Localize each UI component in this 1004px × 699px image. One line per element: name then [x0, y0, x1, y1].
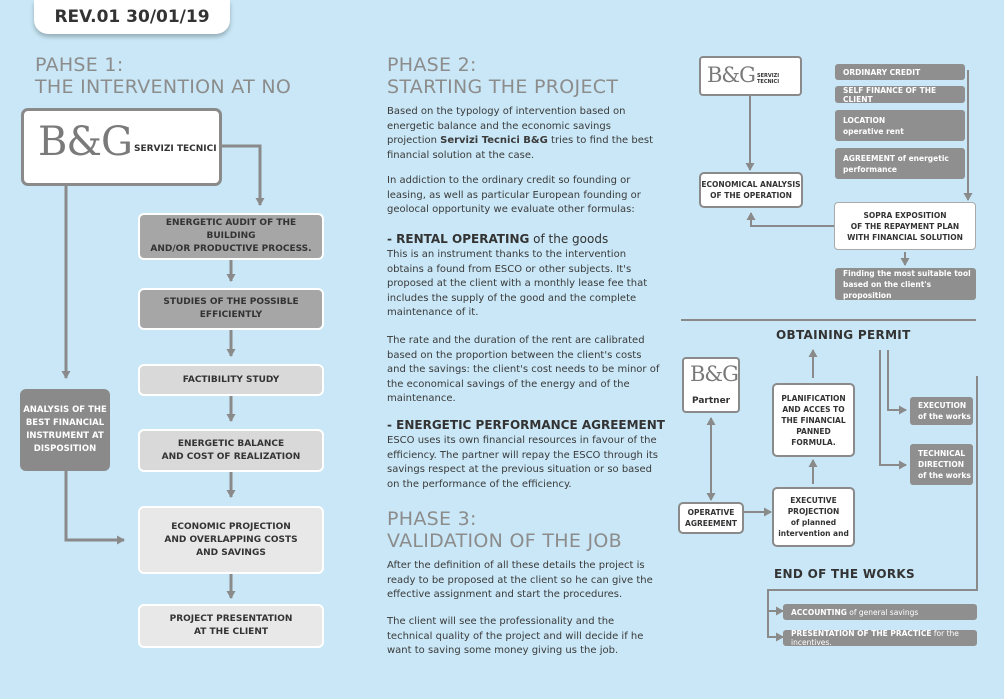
phase3-title: PHASE 3: VALIDATION OF THE JOB: [387, 508, 622, 552]
phase2-formulas-text: In addiction to the ordinary credit so f…: [387, 175, 641, 215]
tag-ordinary-credit: ORDINARY CREDIT: [835, 64, 965, 80]
phase3-text1: After the definition of all these detail…: [387, 560, 653, 600]
obtaining-permit-label: OBTAINING PERMIT: [776, 328, 911, 342]
phase2-title-line1: PHASE 2:: [387, 54, 477, 76]
bg-partner-logo-text: Partner: [692, 396, 731, 406]
rental-text: This is an instrument thanks to the inte…: [387, 249, 648, 318]
bg-partner-logo: B&G Partner: [682, 357, 740, 413]
revision-label: REV.01 30/01/19: [54, 7, 210, 27]
rental-heading: - RENTAL OPERATING of the goods: [387, 232, 609, 246]
phase1-title-line1: PAHSE 1:: [35, 54, 124, 76]
phase2-title-line2: STARTING THE PROJECT: [387, 76, 619, 98]
bg-partner-logo-mark: B&G: [690, 362, 739, 386]
accounting-box: ACCOUNTING of general savings: [783, 604, 977, 620]
end-of-works-label: END OF THE WORKS: [774, 567, 915, 581]
phase1-title-line2: THE INTERVENTION AT NO: [35, 76, 292, 98]
phase3-title-line1: PHASE 3:: [387, 508, 477, 530]
phase3-text2: The client will see the professionality …: [387, 616, 644, 656]
bg-logo-mark: B&G: [38, 119, 133, 165]
company-name-inline: Servizi Tecnici B&G: [440, 135, 548, 146]
bg-small-logo-mark: B&G: [707, 63, 756, 87]
tag-self-finance: SELF FINANCE OF THE CLIENT: [835, 86, 965, 104]
phase2-title: PHASE 2: STARTING THE PROJECT: [387, 54, 618, 98]
phase1-title: PAHSE 1: THE INTERVENTION AT NO: [35, 54, 291, 98]
bg-servizi-logo: B&G SERVIZI TECNICI: [21, 108, 222, 186]
phase2-intro: Based on the typology of intervention ba…: [387, 106, 653, 161]
rate-text: The rate and the duration of the rent ar…: [387, 335, 660, 404]
presentation-practice-box: PRESENTATION OF THE PRACTICE for the inc…: [783, 629, 977, 647]
bg-logo-text: SERVIZI TECNICI: [134, 144, 217, 154]
revision-tab: REV.01 30/01/19: [34, 0, 230, 34]
bg-small-logo-text: SERVIZI TECNICI: [757, 73, 780, 85]
epa-heading: - ENERGETIC PERFORMANCE AGREEMENT: [387, 418, 665, 432]
step-factibility: FACTIBILITY STUDY: [138, 364, 324, 396]
epa-text: ESCO uses its own financial resources in…: [387, 435, 658, 490]
bg-small-logo: B&G SERVIZI TECNICI: [699, 56, 802, 96]
phase3-title-line2: VALIDATION OF THE JOB: [387, 530, 622, 552]
